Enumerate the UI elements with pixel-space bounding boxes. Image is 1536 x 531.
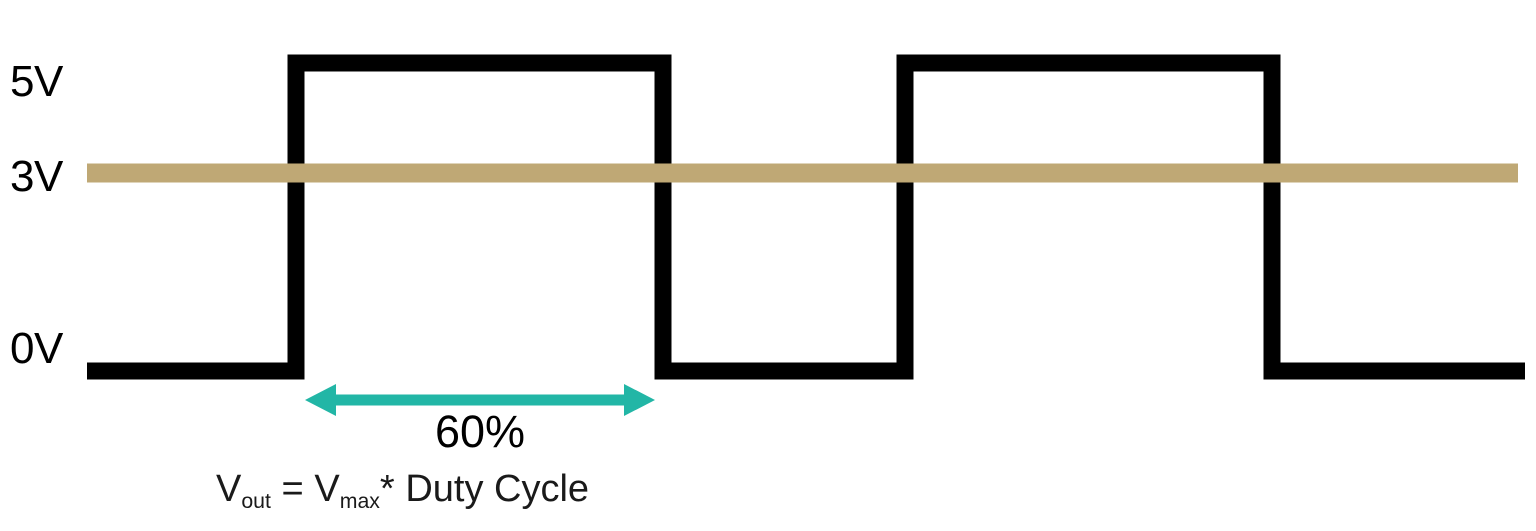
formula-subscript-max: max: [339, 488, 380, 513]
formula-v-out: V: [216, 468, 242, 510]
duty-cycle-label: 60%: [434, 406, 526, 457]
duty-cycle-arrow: [305, 384, 655, 416]
axis-label-3v: 3V: [10, 152, 63, 201]
duty-cycle-arrowhead-right: [624, 384, 655, 416]
formula-multiply: *: [379, 468, 395, 510]
formula-equals: =: [281, 468, 304, 510]
axis-label-5v: 5V: [10, 57, 63, 106]
pwm-waveform-path: [87, 54, 1525, 380]
axis-label-0v: 0V: [10, 324, 63, 373]
formula-duty-cycle-text: Duty Cycle: [405, 468, 590, 510]
duty-cycle-arrowhead-left: [305, 384, 336, 416]
output-voltage-formula: Vout=Vmax*Duty Cycle: [216, 468, 590, 511]
formula-subscript-out: out: [241, 488, 271, 513]
formula-v-max: V: [314, 468, 340, 510]
